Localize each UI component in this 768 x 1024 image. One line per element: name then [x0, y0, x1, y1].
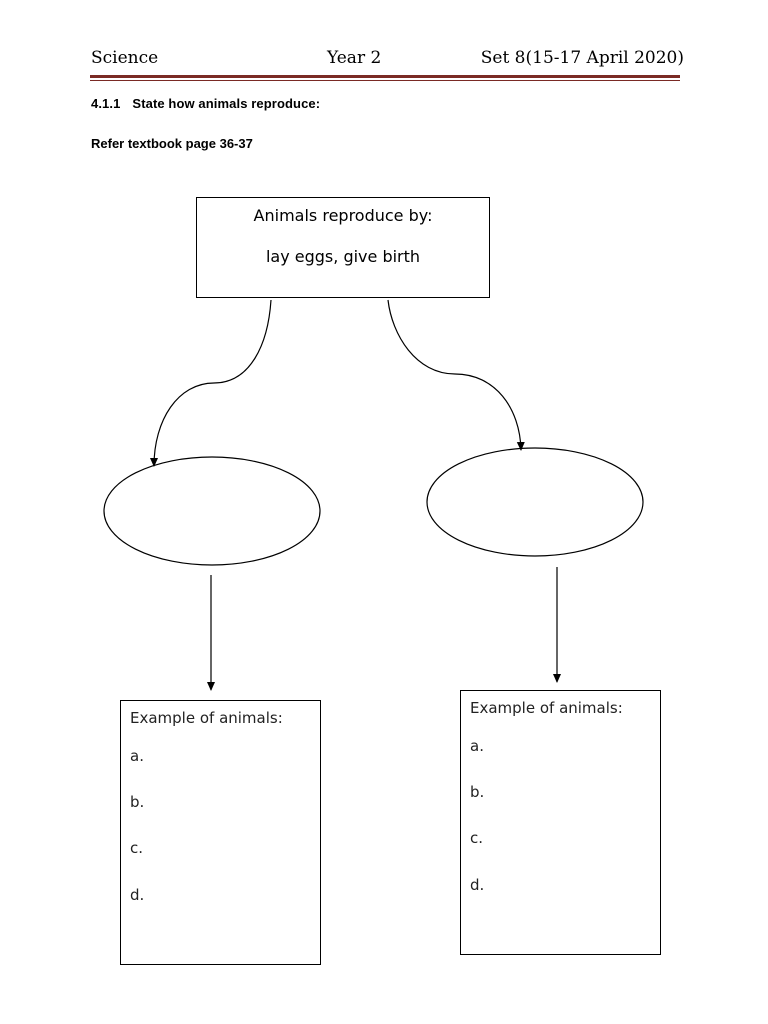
curved-arrow-left — [150, 299, 272, 467]
example-item-b[interactable]: b. — [470, 783, 485, 801]
learning-objective: 4.1.1 State how animals reproduce: — [91, 96, 320, 111]
answer-ellipse-left[interactable] — [103, 456, 321, 566]
examples-title: Example of animals: — [470, 699, 623, 717]
reproduction-methods-box: Animals reproduce by: lay eggs, give bir… — [196, 197, 490, 298]
example-item-c[interactable]: c. — [130, 839, 144, 857]
example-item-d[interactable]: d. — [130, 886, 145, 904]
examples-box-left: Example of animals: a. b. c. d. — [120, 700, 321, 965]
examples-box-right: Example of animals: a. b. c. d. — [460, 690, 661, 955]
example-item-c[interactable]: c. — [470, 829, 484, 847]
textbook-reference: Refer textbook page 36-37 — [91, 136, 253, 151]
example-item-a[interactable]: a. — [130, 747, 144, 765]
example-item-a[interactable]: a. — [470, 737, 484, 755]
curved-arrow-right — [387, 299, 525, 451]
examples-title: Example of animals: — [130, 709, 283, 727]
header-rule-thin — [90, 80, 680, 81]
example-item-d[interactable]: d. — [470, 876, 485, 894]
example-item-b[interactable]: b. — [130, 793, 145, 811]
objective-text: State how animals reproduce: — [132, 96, 321, 111]
objective-number: 4.1.1 — [91, 96, 121, 111]
header-year: Year 2 — [327, 48, 382, 68]
header-rule-thick — [90, 75, 680, 78]
header-set: Set 8(15-17 April 2020) — [480, 48, 684, 68]
answer-ellipse-right[interactable] — [426, 447, 644, 557]
main-box-methods: lay eggs, give birth — [265, 247, 421, 266]
header-subject: Science — [91, 48, 159, 68]
main-box-heading: Animals reproduce by: — [253, 206, 433, 225]
